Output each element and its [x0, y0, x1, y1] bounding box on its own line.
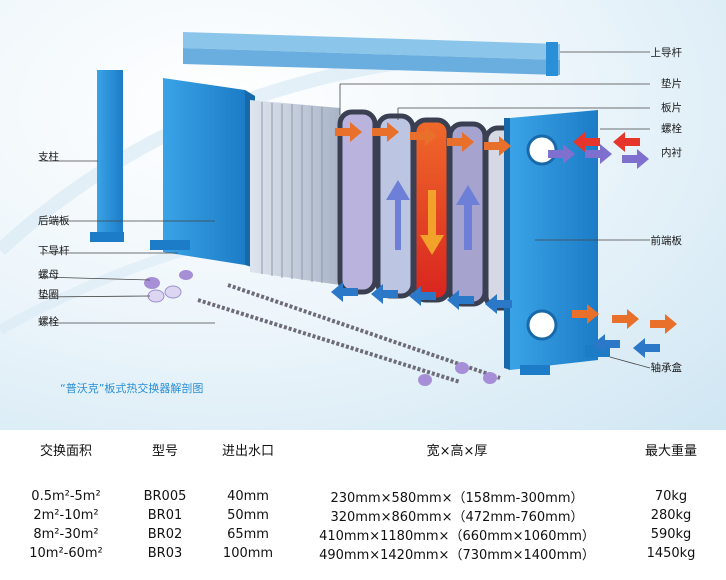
front-end-plate — [504, 110, 610, 375]
cell-model: BR005 — [143, 489, 187, 504]
label-bolt-left: 螺栓 — [38, 316, 59, 328]
cell-dimensions: 320mm×860mm×（472mm-760mm） — [330, 510, 584, 525]
cell-area: 8m²-30m² — [33, 527, 99, 542]
cell-weight: 280kg — [650, 508, 692, 523]
spec-table-header: 交换面积 型号 进出水口 宽×高×厚 最大重量 — [0, 430, 726, 468]
cell-port: 65mm — [227, 527, 269, 542]
header-port-size: 进出水口 — [221, 443, 274, 459]
cell-area: 0.5m²-5m² — [31, 489, 101, 504]
diagram-caption: “普沃克”板式热交换器解剖图 — [60, 382, 204, 395]
label-washer: 垫圈 — [38, 289, 59, 301]
flow-arrows — [331, 122, 677, 358]
callout-leader-lines — [39, 51, 651, 369]
label-bearing-box: 轴承盒 — [650, 362, 683, 374]
cell-area: 2m²-10m² — [33, 508, 99, 523]
label-gasket: 垫片 — [661, 78, 682, 90]
cell-weight: 590kg — [650, 527, 692, 542]
label-rear-end-plate: 后端板 — [38, 215, 70, 227]
label-bolt-right: 螺栓 — [661, 123, 682, 135]
label-liner: 内衬 — [661, 147, 682, 159]
label-upper-guide-rod: 上导杆 — [650, 47, 683, 59]
cell-area: 10m²-60m² — [29, 546, 103, 561]
cell-model: BR01 — [147, 508, 183, 523]
spacer-row — [0, 468, 726, 487]
label-support-column: 支柱 — [38, 151, 59, 163]
header-exchange-area: 交换面积 — [39, 443, 92, 459]
table-row: 0.5m²-5m² BR005 40mm 230mm×580mm×（158mm-… — [0, 487, 726, 506]
spec-table: 交换面积 型号 进出水口 宽×高×厚 最大重量 0.5m²-5m² BR005 … — [0, 430, 726, 564]
cell-port: 40mm — [227, 489, 269, 504]
cell-model: BR03 — [147, 546, 183, 561]
cell-port: 100mm — [222, 546, 274, 561]
header-dimensions: 宽×高×厚 — [426, 443, 488, 459]
label-plate: 板片 — [661, 102, 682, 114]
cell-weight: 70kg — [654, 489, 688, 504]
cell-dimensions: 230mm×580mm×（158mm-300mm） — [330, 491, 584, 506]
table-row: 8m²-30m² BR02 65mm 410mm×1180mm×（660mm×1… — [0, 525, 726, 544]
support-column — [90, 70, 124, 242]
header-model: 型号 — [151, 443, 178, 459]
cell-dimensions: 490mm×1420mm×（730mm×1400mm） — [319, 548, 595, 563]
rear-end-plate — [150, 78, 255, 268]
cell-port: 50mm — [227, 508, 269, 523]
table-row: 2m²-10m² BR01 50mm 320mm×860mm×（472mm-76… — [0, 506, 726, 525]
table-row: 10m²-60m² BR03 100mm 490mm×1420mm×（730mm… — [0, 544, 726, 563]
cell-dimensions: 410mm×1180mm×（660mm×1060mm） — [319, 529, 595, 544]
header-max-weight: 最大重量 — [644, 443, 697, 459]
label-lower-guide-rod: 下导杆 — [38, 245, 70, 257]
label-nut: 螺母 — [38, 269, 59, 281]
cell-model: BR02 — [147, 527, 183, 542]
label-front-end-plate: 前端板 — [650, 235, 683, 247]
upper-guide-rod — [183, 32, 560, 76]
cell-weight: 1450kg — [646, 546, 696, 561]
heat-exchanger-illustration — [0, 32, 677, 386]
